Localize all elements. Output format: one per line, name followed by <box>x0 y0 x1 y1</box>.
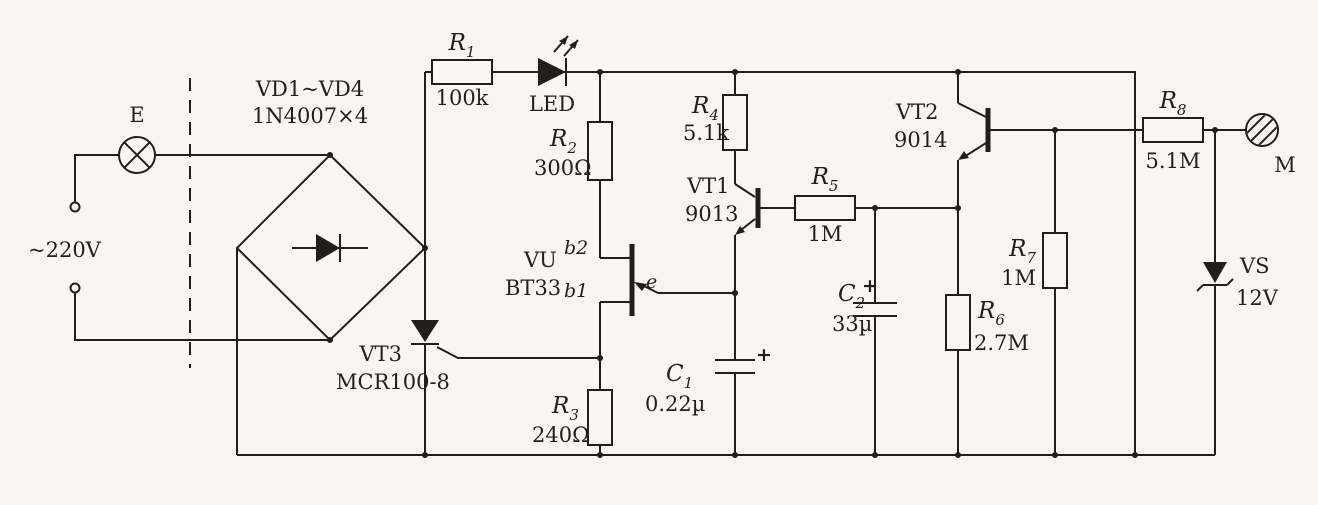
vu-model-label: BT33 <box>505 276 561 300</box>
r8-value-label: 5.1M <box>1146 149 1201 173</box>
vu-pin-b2-label: b2 <box>564 237 588 259</box>
c1-ref-label: C1 <box>666 361 693 392</box>
capacitor-c2: C2 + 33µ <box>832 208 897 455</box>
bridge-rectifier: VD1~VD4 1N4007×4 <box>235 77 427 342</box>
resistor-r3: R3 240Ω <box>532 302 613 455</box>
r2-value-label: 300Ω <box>534 156 592 180</box>
junction-dots <box>327 69 1218 458</box>
led-diode-icon <box>538 58 566 86</box>
frame-rails <box>236 71 1215 456</box>
ujt-bt33: VU BT33 b2 b1 e <box>505 237 735 316</box>
transistor-vt2: VT2 9014 <box>894 72 1143 295</box>
vu-pin-e-label: e <box>646 271 657 293</box>
ac-terminal-bottom <box>69 282 81 294</box>
r6-ref-label: R6 <box>977 298 1005 329</box>
vs-value-label: 12V <box>1236 286 1279 310</box>
vt1-model-label: 9013 <box>685 202 738 226</box>
vt2-emitter-arrow-icon <box>958 151 969 160</box>
vt2-name-label: VT2 <box>895 100 939 124</box>
bridge-label-line2: 1N4007×4 <box>252 104 368 128</box>
c2-value-label: 33µ <box>832 312 872 336</box>
vt1-name-label: VT1 <box>686 174 730 198</box>
vt1-emitter-arrow-icon <box>735 226 745 235</box>
r5-value-label: 1M <box>808 222 843 246</box>
ujt-emitter-arrow-icon <box>634 282 647 291</box>
r2-ref-label: R2 <box>549 126 577 157</box>
vt3-name-label: VT3 <box>358 342 402 366</box>
resistor-r2: R2 300Ω <box>534 72 613 258</box>
r1-value-label: 100k <box>436 86 489 110</box>
r8-ref-label: R8 <box>1159 88 1187 119</box>
r7-value-label: 1M <box>1001 266 1036 290</box>
resistor-r4: R4 5.1k <box>683 72 748 184</box>
resistor-r8: R8 5.1M <box>1142 88 1246 173</box>
zener-triangle-icon <box>1203 262 1227 283</box>
vt2-model-label: 9014 <box>894 128 947 152</box>
lamp-label: E <box>129 103 144 127</box>
vt3-model-label: MCR100-8 <box>336 370 450 394</box>
ac-terminal-top <box>69 201 81 213</box>
r3-ref-label: R3 <box>551 393 579 424</box>
resistor-r5: R5 1M <box>794 164 958 246</box>
vs-name-label: VS <box>1239 254 1270 278</box>
ac-source: ~220V <box>28 154 330 341</box>
c1-polarity-label: + <box>756 344 772 366</box>
vu-pin-b1-label: b1 <box>564 280 588 302</box>
r3-value-label: 240Ω <box>532 423 590 447</box>
led-label: LED <box>529 92 575 116</box>
c2-ref-label: C2 <box>838 281 865 312</box>
r4-ref-label: R4 <box>691 93 719 124</box>
bridge-diode-icon <box>316 234 340 262</box>
capacitor-c1: C1 + 0.22µ <box>645 344 772 455</box>
touch-plate-m: M <box>1245 113 1296 177</box>
scr-triangle-icon <box>411 320 439 342</box>
c1-value-label: 0.22µ <box>645 392 705 416</box>
c2-polarity-label: + <box>862 275 878 297</box>
r4-value-label: 5.1k <box>683 121 729 145</box>
bridge-label-line1: VD1~VD4 <box>255 77 364 101</box>
m-label: M <box>1274 153 1296 177</box>
lamp-e: E <box>118 103 156 174</box>
resistor-r7: R7 1M <box>1001 130 1068 455</box>
ac-source-label: ~220V <box>28 238 102 262</box>
resistor-r1: R1 100k <box>431 30 493 110</box>
vu-name-label: VU <box>523 248 557 272</box>
r7-ref-label: R7 <box>1008 236 1036 267</box>
r5-ref-label: R5 <box>811 164 839 195</box>
transistor-vt1: VT1 9013 <box>685 174 795 360</box>
led-indicator: LED <box>529 35 579 116</box>
zener-vs: VS 12V <box>1196 130 1279 455</box>
r1-ref-label: R1 <box>448 30 476 61</box>
scr-vt3: VT3 MCR100-8 <box>336 248 600 455</box>
resistor-r6: R6 2.7M <box>945 294 1029 455</box>
r6-value-label: 2.7M <box>974 331 1029 355</box>
